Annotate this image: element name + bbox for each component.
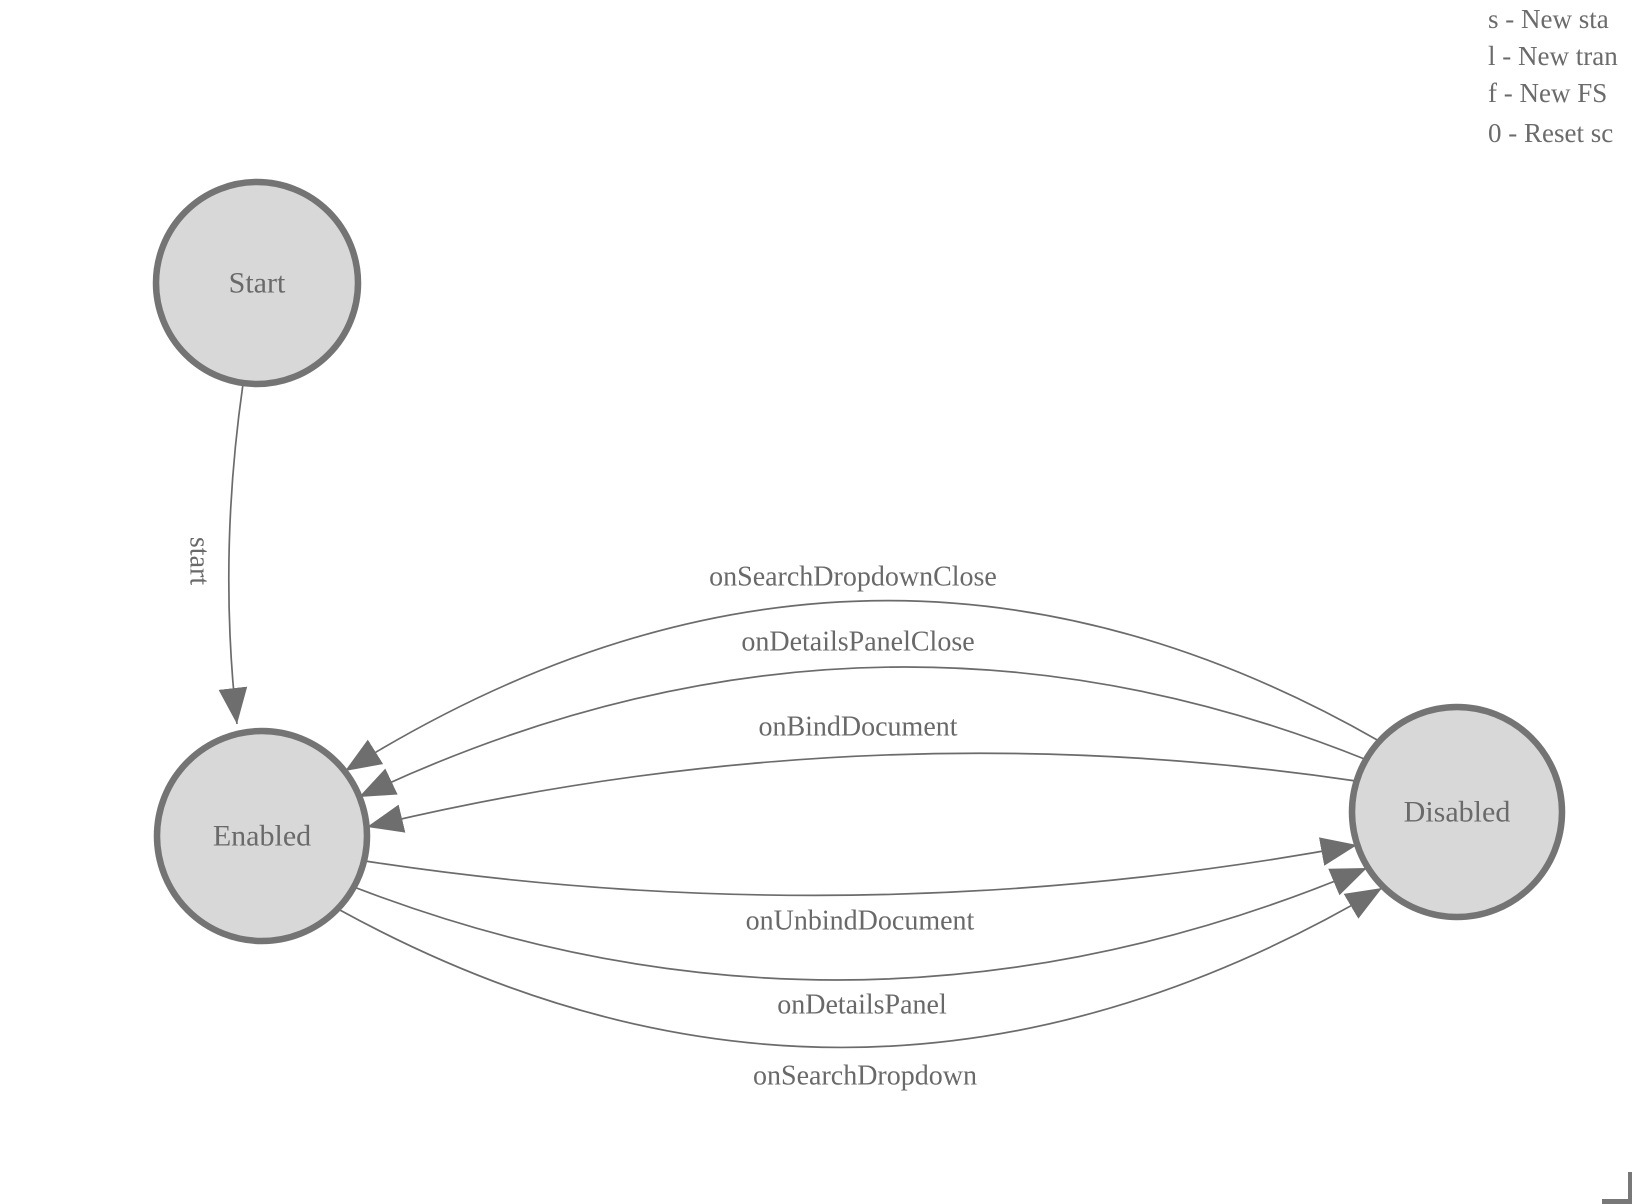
edge-on-details-panel[interactable]: [353, 867, 1368, 981]
state-circle-start[interactable]: [152, 178, 362, 388]
edge-on-search-dropdown-close[interactable]: [344, 599, 1380, 772]
edge-label-start[interactable]: start: [184, 537, 215, 585]
legend-line-new-fsm: f - New FS: [1488, 78, 1607, 108]
corner-resize-handle-horizontal: [1602, 1199, 1632, 1204]
edge-on-details-panel-close[interactable]: [358, 666, 1368, 798]
state-label-disabled: Disabled: [1404, 796, 1511, 829]
state-label-start: Start: [229, 267, 286, 300]
legend-line-new-transition: l - New tran: [1488, 41, 1618, 71]
edge-start[interactable]: [218, 383, 248, 725]
edge-on-bind-document[interactable]: [366, 752, 1357, 833]
state-label-enabled: Enabled: [213, 820, 311, 853]
edge-label-on-unbind-document[interactable]: onUnbindDocument: [746, 906, 975, 937]
state-node-start[interactable]: Start: [152, 178, 362, 388]
state-circle-disabled[interactable]: [1348, 703, 1566, 921]
edge-label-on-details-panel-close[interactable]: onDetailsPanelClose: [741, 627, 974, 658]
shortcuts-legend: s - New sta l - New tran f - New FS 0 - …: [1488, 4, 1618, 148]
state-circle-enabled[interactable]: [153, 727, 371, 945]
edge-label-on-bind-document[interactable]: onBindDocument: [758, 712, 957, 743]
corner-resize-handle-vertical: [1628, 1172, 1632, 1204]
edge-label-on-details-panel[interactable]: onDetailsPanel: [777, 990, 947, 1021]
edge-on-unbind-document[interactable]: [364, 837, 1358, 897]
corner-resize-handle[interactable]: [1602, 1172, 1632, 1204]
edge-label-on-search-dropdown[interactable]: onSearchDropdown: [753, 1061, 977, 1092]
edge-label-on-search-dropdown-close[interactable]: onSearchDropdownClose: [709, 562, 997, 593]
legend-line-new-state: s - New sta: [1488, 4, 1609, 34]
state-node-disabled[interactable]: Disabled: [1348, 703, 1566, 921]
edge-on-search-dropdown[interactable]: [337, 887, 1383, 1049]
legend-line-reset: 0 - Reset sc: [1488, 118, 1613, 148]
state-node-enabled[interactable]: Enabled: [153, 727, 371, 945]
